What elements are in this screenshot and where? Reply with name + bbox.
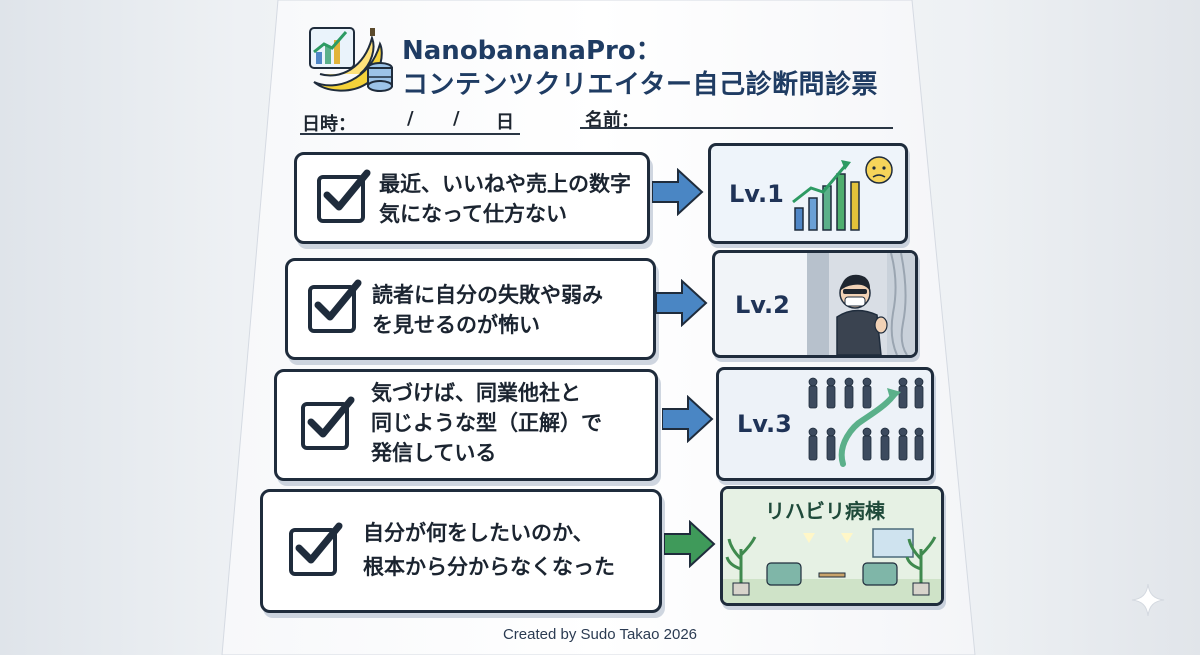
- question-text-line-2: 同じような型（正解）で: [371, 411, 602, 435]
- question-text-line-2: 根本から分からなくなった: [363, 555, 615, 579]
- question-text-line-3: 発信している: [371, 441, 497, 465]
- question-card-1[interactable]: 最近、いいねや売上の数字 気になって仕方ない: [294, 152, 650, 244]
- checkbox-checked[interactable]: [301, 396, 355, 450]
- banana-chart-coins-icon: [309, 27, 393, 92]
- bar-chart-worry-icon: [792, 156, 893, 231]
- sparkle-icon: [1131, 583, 1165, 617]
- checkmark-icon: [314, 279, 362, 321]
- question-text-line-1: 気づけば、同業他社と: [371, 381, 581, 405]
- checkbox-checked[interactable]: [317, 169, 371, 223]
- checkmark-icon: [323, 169, 371, 211]
- question-card-3[interactable]: 気づけば、同業他社と 同じような型（正解）で 発信している: [274, 369, 658, 481]
- arrow-right-icon: [662, 395, 714, 443]
- header: NanobananaPro： コンテンツクリエイター自己診断問診票: [306, 22, 906, 102]
- date-separator-2: /: [453, 108, 460, 129]
- checkbox-checked[interactable]: [289, 522, 343, 576]
- crowd-of-businessmen-icon: [808, 377, 924, 467]
- arrow-right-icon: [656, 279, 708, 327]
- credit-text: Created by Sudo Takao 2026: [502, 626, 698, 643]
- level-panel-2: Lv.2: [712, 250, 918, 358]
- level-label-1: Lv.1: [729, 180, 784, 208]
- question-text-line-2: 気になって仕方ない: [379, 202, 567, 226]
- rehab-ward-panel: リハビリ病棟: [720, 486, 944, 606]
- level-label-3: Lv.3: [737, 410, 792, 438]
- arrow-right-icon: [652, 168, 704, 216]
- date-separator-1: /: [407, 108, 414, 129]
- level-panel-3: Lv.3: [716, 367, 934, 481]
- hiding-person-icon: [807, 253, 915, 355]
- level-panel-1: Lv.1: [708, 143, 908, 244]
- question-card-2[interactable]: 読者に自分の失敗や弱み を見せるのが怖い: [285, 258, 656, 360]
- name-field-underline[interactable]: [580, 127, 893, 129]
- date-field-underline[interactable]: [300, 133, 520, 135]
- title-line-1: NanobananaPro：: [402, 36, 662, 66]
- name-label: 名前：: [585, 110, 639, 131]
- date-label: 日時：: [302, 114, 356, 135]
- question-card-4[interactable]: 自分が何をしたいのか、 根本から分からなくなった: [260, 489, 662, 613]
- rehab-ward-label: リハビリ病棟: [765, 499, 885, 523]
- title-line-2: コンテンツクリエイター自己診断問診票: [402, 70, 878, 100]
- date-day-label: 日: [496, 112, 514, 133]
- checkmark-icon: [295, 522, 343, 564]
- question-text-line-2: を見せるのが怖い: [372, 313, 540, 337]
- checkmark-icon: [307, 396, 355, 438]
- question-text-line-1: 自分が何をしたいのか、: [363, 521, 594, 545]
- arrow-right-green-icon: [664, 520, 716, 568]
- question-text-line-1: 最近、いいねや売上の数字: [379, 172, 631, 196]
- question-text-line-1: 読者に自分の失敗や弱み: [372, 283, 603, 307]
- checkbox-checked[interactable]: [308, 279, 362, 333]
- rehab-room-illustration: [723, 489, 941, 603]
- level-label-2: Lv.2: [735, 291, 790, 319]
